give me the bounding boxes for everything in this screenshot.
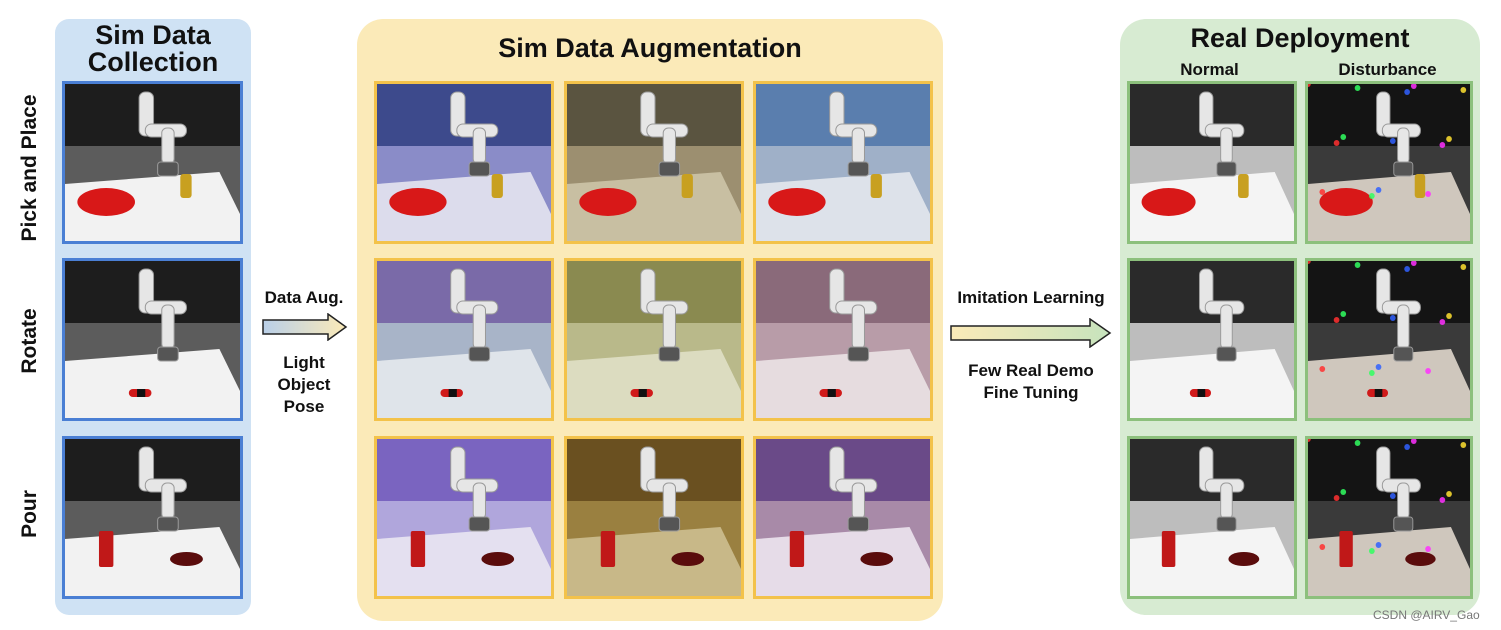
sim-image-rotate (62, 258, 243, 421)
sim-image-pick (62, 81, 243, 244)
caption-light: Light (283, 353, 325, 372)
real-image-disturbance-rotate (1305, 258, 1473, 421)
caption-few-real-demo: Few Real Demo (968, 361, 1094, 380)
disturbance-column-header: Disturbance (1338, 60, 1437, 79)
aug-image-rotate-1 (374, 258, 554, 421)
real-deployment-title: Real Deployment (1190, 23, 1410, 53)
imitation-learning-arrow (950, 318, 1112, 348)
real-image-normal-pick (1127, 81, 1297, 244)
task-label-rotate: Rotate (18, 308, 41, 374)
sim-data-collection-title: Sim Data Collection (55, 22, 251, 76)
sim-image-pour (62, 436, 243, 599)
aug-image-pour-3 (753, 436, 933, 599)
aug-image-rotate-3 (753, 258, 933, 421)
watermark: CSDN @AIRV_Gao (1373, 608, 1480, 622)
aug-image-pick-3 (753, 81, 933, 244)
task-label-pour: Pour (18, 490, 41, 538)
data-aug-label: Data Aug. (264, 288, 344, 307)
data-aug-caption: Light Object Pose (252, 352, 356, 418)
task-label-pick-and-place: Pick and Place (18, 94, 41, 242)
real-image-disturbance-pick (1305, 81, 1473, 244)
imitation-learning-label: Imitation Learning (957, 288, 1105, 307)
sim-title-line1: Sim Data (95, 20, 211, 50)
caption-object: Object (277, 375, 331, 395)
sim-data-augmentation-title: Sim Data Augmentation (498, 33, 802, 63)
real-image-normal-pour (1127, 436, 1297, 599)
aug-image-pour-1 (374, 436, 554, 599)
data-aug-arrow (262, 313, 348, 341)
real-image-normal-rotate (1127, 258, 1297, 421)
sim-title-line2: Collection (87, 47, 219, 77)
aug-image-rotate-2 (564, 258, 744, 421)
fine-tuning-caption: Few Real Demo Fine Tuning (943, 360, 1119, 404)
caption-pose: Pose (283, 397, 325, 417)
caption-fine-tuning: Fine Tuning (983, 383, 1079, 403)
aug-image-pour-2 (564, 436, 744, 599)
aug-image-pick-2 (564, 81, 744, 244)
real-image-disturbance-pour (1305, 436, 1473, 599)
aug-image-pick-1 (374, 81, 554, 244)
normal-column-header: Normal (1180, 60, 1239, 79)
